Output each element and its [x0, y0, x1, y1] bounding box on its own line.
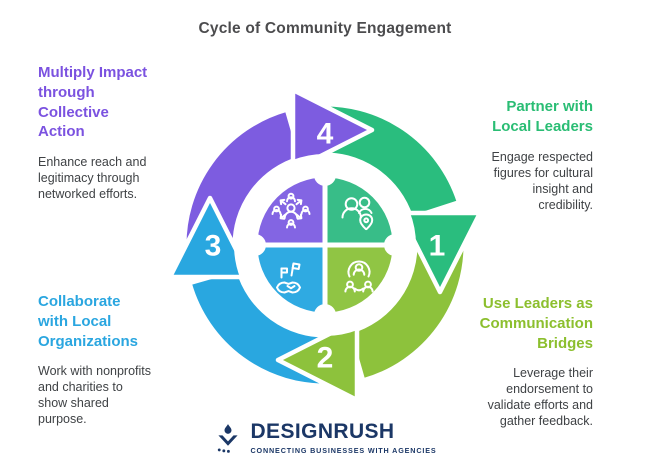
step-2-heading: Use Leaders as Communication Bridges [479, 295, 593, 352]
community-network-icon-part [353, 287, 365, 292]
step-3-body: Work with nonprofits and charities to sh… [38, 364, 152, 427]
community-network-icon-part [362, 285, 374, 293]
ring-notch-2 [384, 234, 406, 256]
step-number-4: 4 [317, 118, 334, 151]
step-3-text-block: Collaborate with Local Organizations Wor… [38, 292, 198, 427]
step-1-body: Engage respected figures for cultural in… [491, 149, 593, 212]
logo-text: DESIGNRUSH CONNECTING BUSINESSES WITH AG… [250, 420, 437, 456]
ring-notch-3 [314, 304, 336, 326]
partners-location-icon-part [341, 207, 362, 219]
community-network-icon-part [344, 285, 356, 293]
impact-network-icon-part [286, 203, 296, 213]
handshake-flags-icon [276, 262, 301, 294]
step-4-heading: Multiply Impact through Collective Actio… [38, 64, 148, 141]
brand-name: DESIGNRUSH [250, 420, 395, 443]
impact-network-icon-part [295, 213, 303, 220]
community-network-icon [344, 260, 374, 293]
brand-tagline: CONNECTING BUSINESSES WITH AGENCIES [250, 446, 437, 456]
impact-network-icon-part [295, 198, 303, 206]
cycle-diagram: 1 2 3 4 [167, 87, 483, 403]
impact-network-icon-part [279, 213, 287, 220]
community-network-icon-part [347, 260, 371, 278]
designrush-flame-icon [218, 424, 239, 453]
page-title: Cycle of Community Engagement [198, 20, 452, 37]
handshake-flags-icon-part [276, 281, 301, 294]
handshake-flags-icon-part [291, 262, 301, 270]
ring-notch-1 [314, 164, 336, 186]
partners-location-icon-part [358, 196, 371, 209]
impact-network-icon-part [279, 198, 287, 206]
impact-network-icon-part [286, 196, 296, 203]
step-3-heading: Collaborate with Local Organizations [38, 293, 139, 350]
arrowhead-step-1 [397, 210, 483, 295]
impact-network-icon [271, 192, 311, 229]
step-4-text-block: Multiply Impact through Collective Actio… [38, 63, 198, 202]
community-network-icon-part [352, 268, 366, 276]
step-number-1: 1 [429, 230, 446, 263]
handshake-flags-icon-part [286, 285, 296, 290]
step-2-text-block: Use Leaders as Communication Bridges Lev… [433, 294, 593, 429]
partners-location-icon [341, 196, 374, 231]
partners-location-icon-part [363, 217, 370, 224]
arrowhead-step-3 [167, 195, 253, 280]
arrowhead-step-4 [290, 87, 375, 173]
handshake-flags-icon-part [280, 267, 288, 274]
footer-logo: DESIGNRUSH CONNECTING BUSINESSES WITH AG… [0, 420, 650, 458]
impact-network-icon-part [286, 222, 296, 229]
impact-network-icon-part [300, 209, 311, 215]
step-4-body: Enhance reach and legitimacy through net… [38, 155, 147, 202]
step-1-heading: Partner with Local Leaders [492, 98, 593, 135]
arrowhead-step-2 [275, 317, 360, 403]
step-1-text-block: Partner with Local Leaders Engage respec… [433, 97, 593, 213]
partners-location-icon-part [359, 213, 374, 231]
impact-network-icon-part [271, 209, 282, 215]
step-number-3: 3 [205, 230, 222, 263]
ring-notch-4 [244, 234, 266, 256]
step-2-body: Leverage their endorsement to validate e… [487, 366, 593, 429]
step-number-2: 2 [317, 342, 334, 375]
